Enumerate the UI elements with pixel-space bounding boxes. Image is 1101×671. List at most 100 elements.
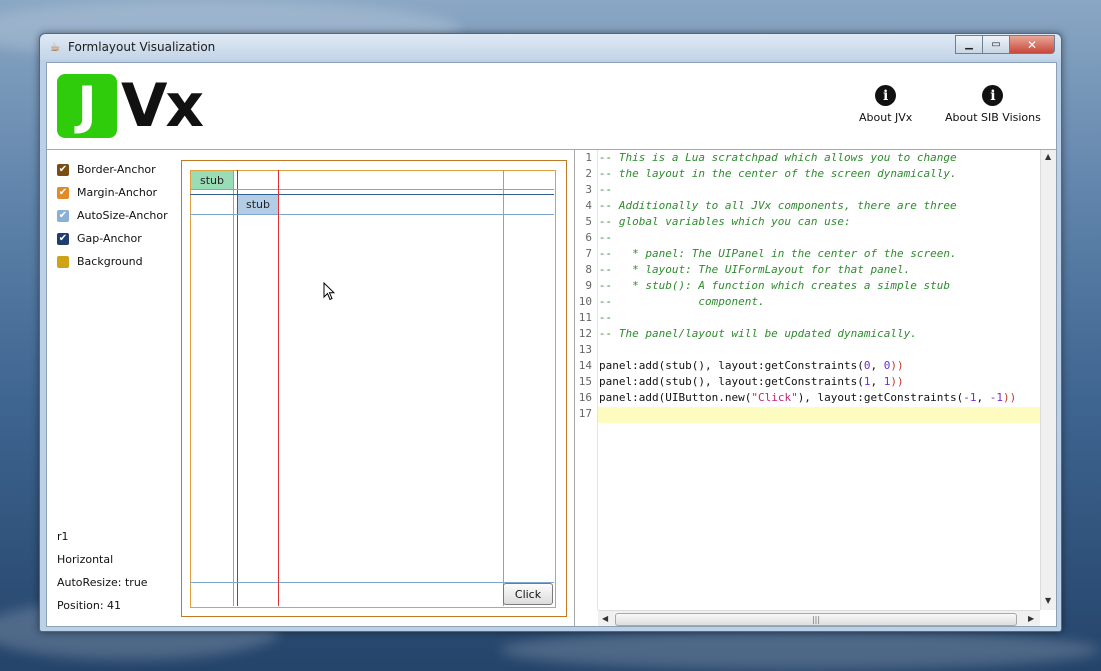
horizontal-scroll-thumb[interactable]: ||| <box>615 613 1017 626</box>
checkbox-label: Border-Anchor <box>77 163 156 176</box>
line-number: 7 <box>585 247 592 260</box>
line-number: 5 <box>585 215 592 228</box>
checkbox-label: AutoSize-Anchor <box>77 209 168 222</box>
line-number: 15 <box>578 375 592 388</box>
info-icon: i <box>875 85 897 106</box>
line-number: 10 <box>578 295 592 308</box>
line-number: 11 <box>578 311 592 324</box>
line-number-gutter: 1 2 3 4 5 6 7 8 9 10 11 12 13 14 15 16 1… <box>575 150 598 610</box>
about-jvx-button[interactable]: i About JVx <box>859 85 912 124</box>
line-number: 4 <box>585 199 592 212</box>
about-sib-label: About SIB Visions <box>945 111 1041 124</box>
line-number: 16 <box>578 391 592 404</box>
jvx-logo: J Vx <box>57 71 204 141</box>
checkbox-label: Background <box>77 255 143 268</box>
line-number: 9 <box>585 279 592 292</box>
gap-anchor-line <box>237 170 238 606</box>
line-number: 3 <box>585 183 592 196</box>
code-paren: )) <box>890 359 904 372</box>
line-number: 12 <box>578 327 592 340</box>
logo-j-block: J <box>57 74 117 138</box>
code-number: 0 <box>883 359 891 372</box>
code-comment-line: -- the layout in the center of the scree… <box>599 167 957 180</box>
autosize-anchor-line <box>190 214 554 215</box>
click-button[interactable]: Click <box>503 583 553 605</box>
autosize-anchor-line <box>503 170 504 606</box>
anchor-position: Position: 41 <box>57 599 122 612</box>
autosize-anchor-line <box>190 582 554 583</box>
scroll-right-icon[interactable]: ▶ <box>1028 614 1035 623</box>
window-title: Formlayout Visualization <box>68 40 216 54</box>
anchor-autoresize: AutoResize: true <box>57 576 148 589</box>
code-text: ), layout:getConstraints( <box>797 391 964 404</box>
code-number: -1 <box>989 391 1004 404</box>
code-comment-line: -- The panel/layout will be updated dyna… <box>599 327 917 340</box>
app-window: ☕ Formlayout Visualization ▁ ▭ ✕ J Vx i … <box>39 33 1062 632</box>
code-comment-line: -- global variables which you can use: <box>599 215 851 228</box>
scroll-up-icon[interactable]: ▲ <box>1045 152 1052 161</box>
code-number: -1 <box>963 391 977 404</box>
window-controls: ▁ ▭ ✕ <box>955 35 1055 54</box>
line-number: 2 <box>585 167 592 180</box>
horizontal-scrollbar[interactable]: ◀ ||| ▶ <box>598 610 1040 626</box>
title-bar[interactable]: ☕ Formlayout Visualization ▁ ▭ ✕ <box>40 34 1061 60</box>
code-line-14: panel:add(stub(), layout:getConstraints(… <box>599 359 904 372</box>
java-cup-icon: ☕ <box>49 40 61 54</box>
code-comment-line: -- <box>599 183 613 196</box>
minimize-icon: ▁ <box>965 39 973 50</box>
checkbox-icon: ✔ <box>57 232 69 245</box>
checkbox-label: Margin-Anchor <box>77 186 158 199</box>
checkbox-background[interactable]: Background <box>57 255 143 268</box>
code-comment-line: -- <box>599 311 613 324</box>
scroll-left-icon[interactable]: ◀ <box>602 614 609 623</box>
line-number: 8 <box>585 263 592 276</box>
vertical-scrollbar[interactable]: ▲ ▼ <box>1040 150 1056 610</box>
autosize-anchor-line <box>190 189 554 190</box>
stub-component[interactable]: stub <box>238 195 278 214</box>
code-number: 0 <box>863 359 871 372</box>
current-line-highlight <box>598 407 1040 423</box>
scroll-down-icon[interactable]: ▼ <box>1045 596 1052 605</box>
checkbox-gap-anchor[interactable]: ✔ Gap-Anchor <box>57 232 142 245</box>
checkbox-autosize-anchor[interactable]: ✔ AutoSize-Anchor <box>57 209 168 222</box>
code-text: panel:add(UIButton.new( <box>599 391 752 404</box>
maximize-button[interactable]: ▭ <box>982 35 1010 54</box>
about-sib-button[interactable]: i About SIB Visions <box>945 85 1041 124</box>
code-comment-line: -- Additionally to all JVx components, t… <box>599 199 957 212</box>
anchor-name: r1 <box>57 530 69 543</box>
info-icon: i <box>982 85 1004 106</box>
code-comment-line: -- * stub(): A function which creates a … <box>599 279 950 292</box>
checkbox-border-anchor[interactable]: ✔ Border-Anchor <box>57 163 156 176</box>
border-anchor-line <box>181 160 567 617</box>
code-paren: )) <box>890 375 904 388</box>
code-comment-line: -- * layout: The UIFormLayout for that p… <box>599 263 911 276</box>
checkbox-label: Gap-Anchor <box>77 232 142 245</box>
checkbox-icon: ✔ <box>57 186 69 199</box>
logo-text: Vx <box>121 71 204 141</box>
anchor-orientation: Horizontal <box>57 553 114 566</box>
autosize-anchor-line <box>233 170 234 606</box>
code-comment-line: -- component. <box>599 295 765 308</box>
code-text: , <box>976 391 990 404</box>
line-number: 13 <box>578 343 592 356</box>
stub-component[interactable]: stub <box>191 171 233 189</box>
minimize-button[interactable]: ▁ <box>955 35 983 54</box>
checkbox-margin-anchor[interactable]: ✔ Margin-Anchor <box>57 186 157 199</box>
line-number: 14 <box>578 359 592 372</box>
margin-anchor-line <box>190 170 556 608</box>
legend-panel: ✔ Border-Anchor ✔ Margin-Anchor ✔ AutoSi… <box>47 150 172 626</box>
selected-anchor-line <box>278 170 279 606</box>
gap-anchor-line <box>190 194 554 195</box>
layout-visualization-canvas[interactable]: stub stub Click <box>171 150 575 626</box>
mouse-cursor-icon <box>323 282 335 301</box>
close-button[interactable]: ✕ <box>1009 35 1055 54</box>
checkbox-icon: ✔ <box>57 163 69 176</box>
code-text: panel:add(stub(), layout:getConstraints( <box>599 359 864 372</box>
code-number: 1 <box>883 375 891 388</box>
code-comment-line: -- This is a Lua scratchpad which allows… <box>599 151 957 164</box>
lua-code-editor[interactable]: 1 2 3 4 5 6 7 8 9 10 11 12 13 14 15 16 1… <box>575 150 1056 626</box>
client-area: J Vx i About JVx i About SIB Visions ✔ B… <box>46 62 1057 627</box>
code-string: "Click" <box>751 391 798 404</box>
checkbox-icon <box>57 255 69 268</box>
line-number: 17 <box>578 407 592 420</box>
